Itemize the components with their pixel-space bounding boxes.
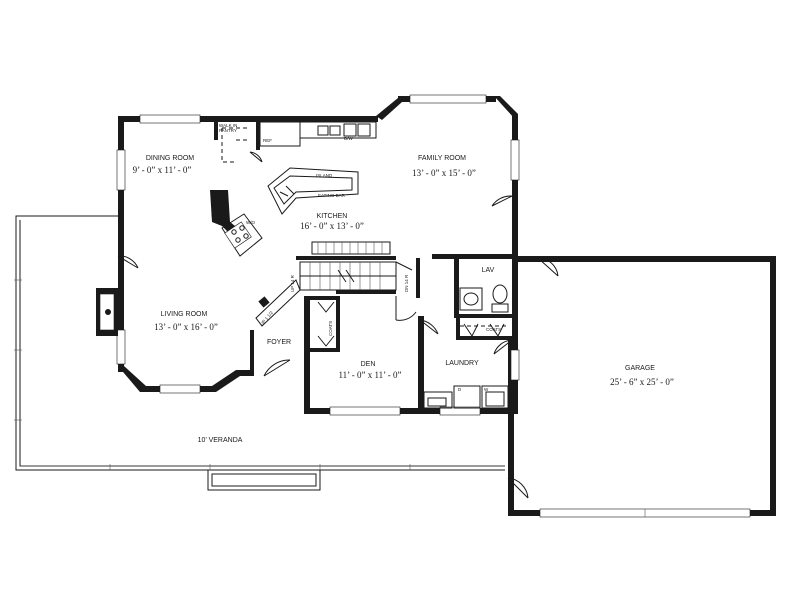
island-label: ISLAND (316, 173, 333, 178)
stair-up-label: UP 14 R (290, 274, 295, 292)
den-name: DEN (361, 361, 376, 368)
room-labels: DINING ROOM 9’ - 0” x 11’ - 0” KITCHEN 1… (133, 155, 674, 444)
garage-size: 25’ - 6” x 25’ - 0” (610, 377, 674, 387)
eating-bar-label: EATING BAR (318, 193, 346, 198)
staircase (255, 241, 397, 327)
windows (116, 94, 520, 416)
pantry-label: PANTRY (219, 128, 237, 133)
garage (508, 256, 776, 518)
stair-down-label: DN 14 R (404, 274, 409, 292)
kitchen-fixtures (210, 121, 377, 257)
living-room-name: LIVING ROOM (161, 311, 208, 318)
fireplace (96, 288, 118, 336)
living-room-size: 13’ - 0” x 16’ - 0” (154, 322, 218, 332)
laundry-name: LAUNDRY (445, 360, 479, 367)
veranda-name: 10’ VERANDA (198, 437, 243, 444)
stair-up-half-label: UP 1 1/2 (259, 310, 274, 327)
interior-walls (214, 120, 518, 410)
laundry-coats-label: COATS (486, 327, 501, 332)
kitchen-size: 16’ - 0” x 13’ - 0” (300, 221, 364, 231)
family-room-size: 13’ - 0” x 15’ - 0” (412, 168, 476, 178)
washer-label: W (484, 387, 489, 392)
fixture-labels: WALK IN PANTRY REF D/W ISLAND EATING BAR… (219, 123, 501, 392)
foyer-coats-label: COATS (328, 321, 333, 336)
den-size: 11’ - 0” x 11’ - 0” (339, 370, 402, 380)
dryer-label: D (458, 387, 462, 392)
foyer-name: FOYER (267, 339, 291, 346)
dining-room-name: DINING ROOM (146, 155, 194, 162)
kitchen-name: KITCHEN (317, 213, 348, 220)
wall-oven-label: W/O (246, 220, 255, 225)
dishwasher-label: D/W (344, 136, 354, 141)
doors (117, 151, 559, 499)
dining-room-size: 9’ - 0” x 11’ - 0” (133, 165, 192, 175)
garage-name: GARAGE (625, 365, 655, 372)
ref-label: REF (263, 138, 272, 143)
family-room-name: FAMILY ROOM (418, 155, 466, 162)
veranda (14, 215, 505, 491)
walk-in-label: WALK IN (219, 123, 237, 128)
bath-fixtures (423, 284, 509, 409)
lav-name: LAV (482, 267, 495, 274)
